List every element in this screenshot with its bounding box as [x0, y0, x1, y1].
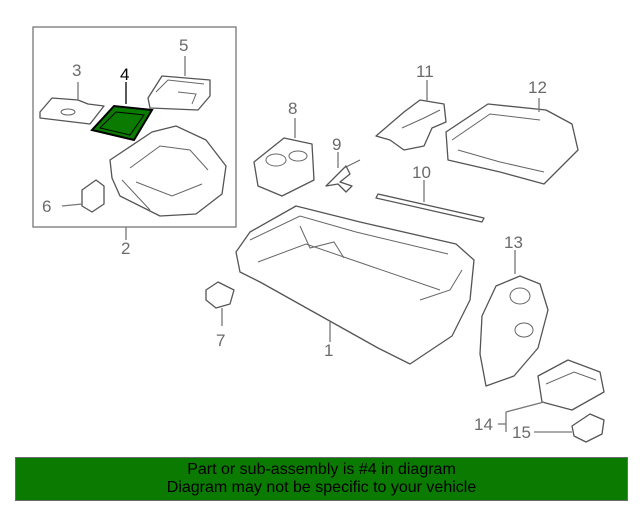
callout-10[interactable]: 10	[412, 163, 431, 182]
part-3-mat	[39, 97, 105, 125]
part-1-main-console	[235, 205, 475, 365]
part-4-pad-highlighted[interactable]	[90, 104, 154, 142]
callout-4[interactable]: 4	[120, 65, 129, 84]
subassembly-2-inset-box	[32, 26, 237, 228]
callout-2[interactable]: 2	[121, 239, 130, 258]
callout-14[interactable]: 14	[474, 415, 493, 434]
part-15-connector	[571, 413, 605, 443]
part-6-clip	[81, 179, 105, 213]
callout-6[interactable]: 6	[42, 197, 51, 216]
parts-diagram: 3 4 5 2 6 8 9 1	[32, 26, 605, 443]
part-12-armrest-lid	[445, 103, 579, 185]
part-5-bin	[147, 75, 211, 111]
callout-8[interactable]: 8	[288, 99, 297, 118]
part-14-trim-piece	[537, 359, 605, 411]
banner-line-1: Part or sub-assembly is #4 in diagram	[187, 461, 456, 478]
callout-9[interactable]: 9	[332, 135, 341, 154]
part-7-switch	[205, 281, 235, 309]
callout-11[interactable]: 11	[416, 62, 434, 81]
part-13-rear-panel	[479, 275, 549, 387]
callout-5[interactable]: 5	[179, 36, 188, 55]
callout-1[interactable]: 1	[324, 341, 333, 360]
banner-line-2: Diagram may not be specific to your vehi…	[166, 479, 477, 496]
part-2-console-housing	[109, 125, 227, 217]
part-11-bracket	[375, 99, 447, 151]
part-8-cup-holder	[253, 137, 315, 197]
info-banner: Part or sub-assembly is #4 in diagram Di…	[15, 457, 628, 501]
callout-12[interactable]: 12	[528, 78, 547, 97]
callout-3[interactable]: 3	[72, 61, 81, 80]
part-10-rod	[375, 193, 485, 223]
part-9-fastener	[325, 159, 361, 193]
callout-7[interactable]: 7	[216, 331, 225, 350]
callout-13[interactable]: 13	[504, 233, 523, 252]
callout-15[interactable]: 15	[512, 423, 531, 442]
